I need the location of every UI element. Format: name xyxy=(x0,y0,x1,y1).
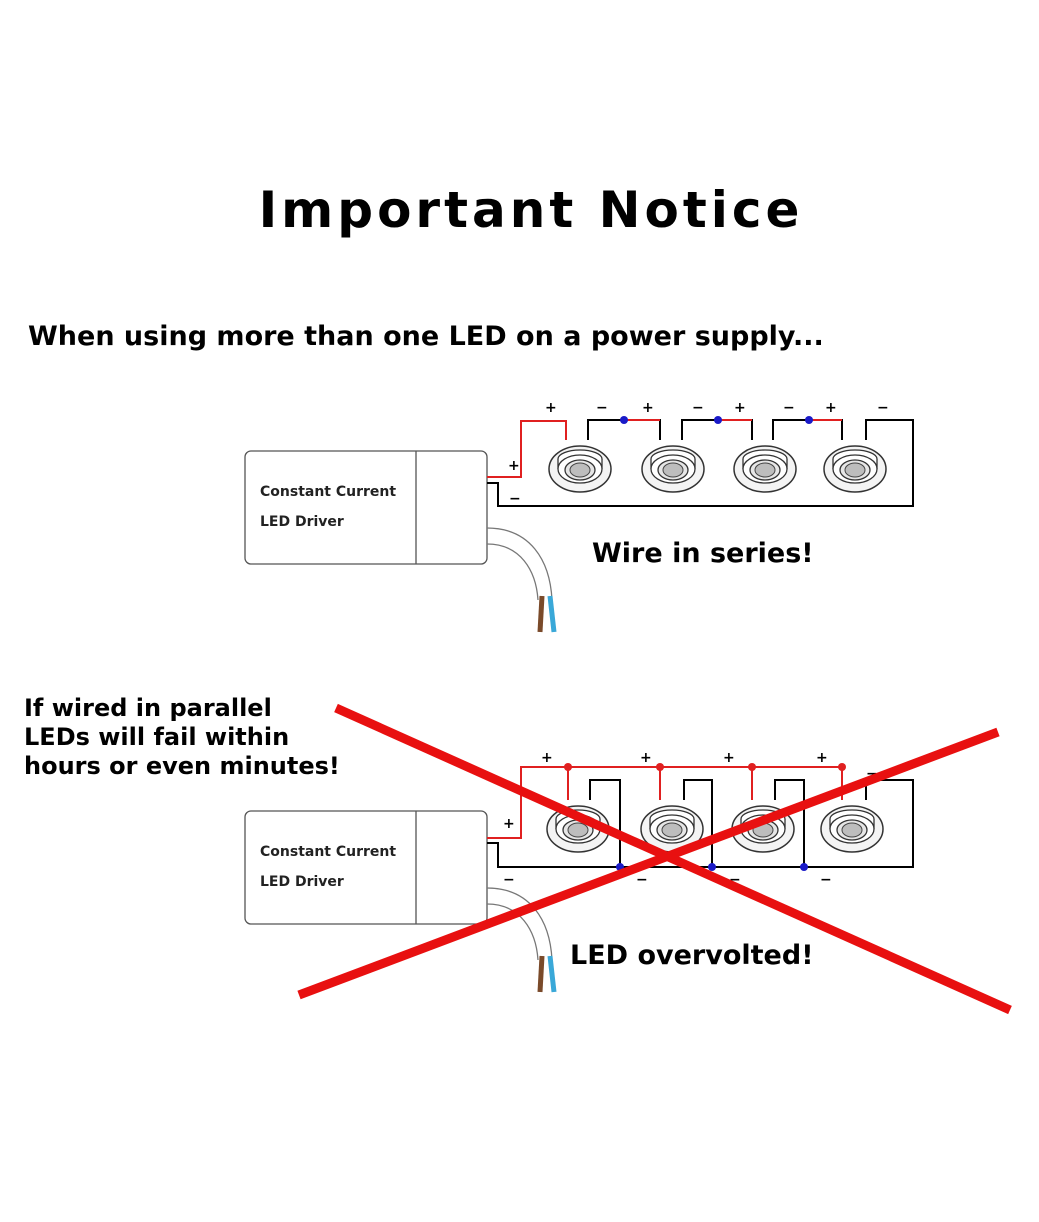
junction-dot xyxy=(656,763,664,771)
minus-sign: − xyxy=(503,872,515,888)
minus-sign: − xyxy=(636,872,648,888)
brown-wire xyxy=(537,595,545,633)
blue-wire xyxy=(547,955,557,993)
subtitle: When using more than one LED on a power … xyxy=(28,321,824,352)
junction-dot xyxy=(564,763,572,771)
junction-dot xyxy=(838,763,846,771)
junction-dot xyxy=(748,763,756,771)
page-title: Important Notice xyxy=(258,181,804,239)
led-light xyxy=(548,445,612,493)
plus-sign: + xyxy=(825,400,837,416)
parallel-caption: LED overvolted! xyxy=(570,940,814,971)
parallel-diagram: Constant Current LED Driver + + + + + xyxy=(244,750,914,993)
driver-label-1: Constant Current xyxy=(260,484,396,500)
driver-label-2: LED Driver xyxy=(260,514,344,530)
cross-out-mark xyxy=(297,703,1012,1015)
junction-dot xyxy=(800,863,808,871)
plus-sign: + xyxy=(734,400,746,416)
plus-sign: + xyxy=(503,816,515,832)
blue-wire xyxy=(547,595,557,633)
plus-sign: + xyxy=(642,400,654,416)
warning-line-1: If wired in parallel xyxy=(24,694,272,722)
junction-dot xyxy=(620,416,628,424)
plus-sign: + xyxy=(508,458,520,474)
minus-sign: − xyxy=(729,872,741,888)
junction-dot xyxy=(714,416,722,424)
minus-sign: − xyxy=(783,400,795,416)
led-light xyxy=(823,445,887,493)
plus-sign: + xyxy=(640,750,652,766)
warning-line-3: hours or even minutes! xyxy=(24,752,340,780)
minus-sign: − xyxy=(509,491,521,507)
parallel-warning: If wired in parallel LEDs will fail with… xyxy=(24,694,340,781)
plus-sign: + xyxy=(541,750,553,766)
warning-line-2: LEDs will fail within xyxy=(24,723,290,751)
plus-sign: + xyxy=(545,400,557,416)
driver-label-2: LED Driver xyxy=(260,874,344,890)
minus-sign: − xyxy=(877,400,889,416)
led-light xyxy=(641,445,705,493)
minus-sign: − xyxy=(820,872,832,888)
minus-sign: − xyxy=(866,766,878,782)
driver-box xyxy=(244,450,488,565)
driver-label-1: Constant Current xyxy=(260,844,396,860)
minus-sign: − xyxy=(692,400,704,416)
junction-dot xyxy=(805,416,813,424)
plus-sign: + xyxy=(723,750,735,766)
plus-sign: + xyxy=(816,750,828,766)
led-light xyxy=(733,445,797,493)
minus-sign: − xyxy=(596,400,608,416)
brown-wire xyxy=(537,955,545,993)
series-diagram: Constant Current LED Driver + − + − + − … xyxy=(244,400,914,633)
driver-box xyxy=(244,810,488,925)
series-caption: Wire in series! xyxy=(592,538,814,569)
junction-dot xyxy=(708,863,716,871)
led-light xyxy=(820,805,884,853)
